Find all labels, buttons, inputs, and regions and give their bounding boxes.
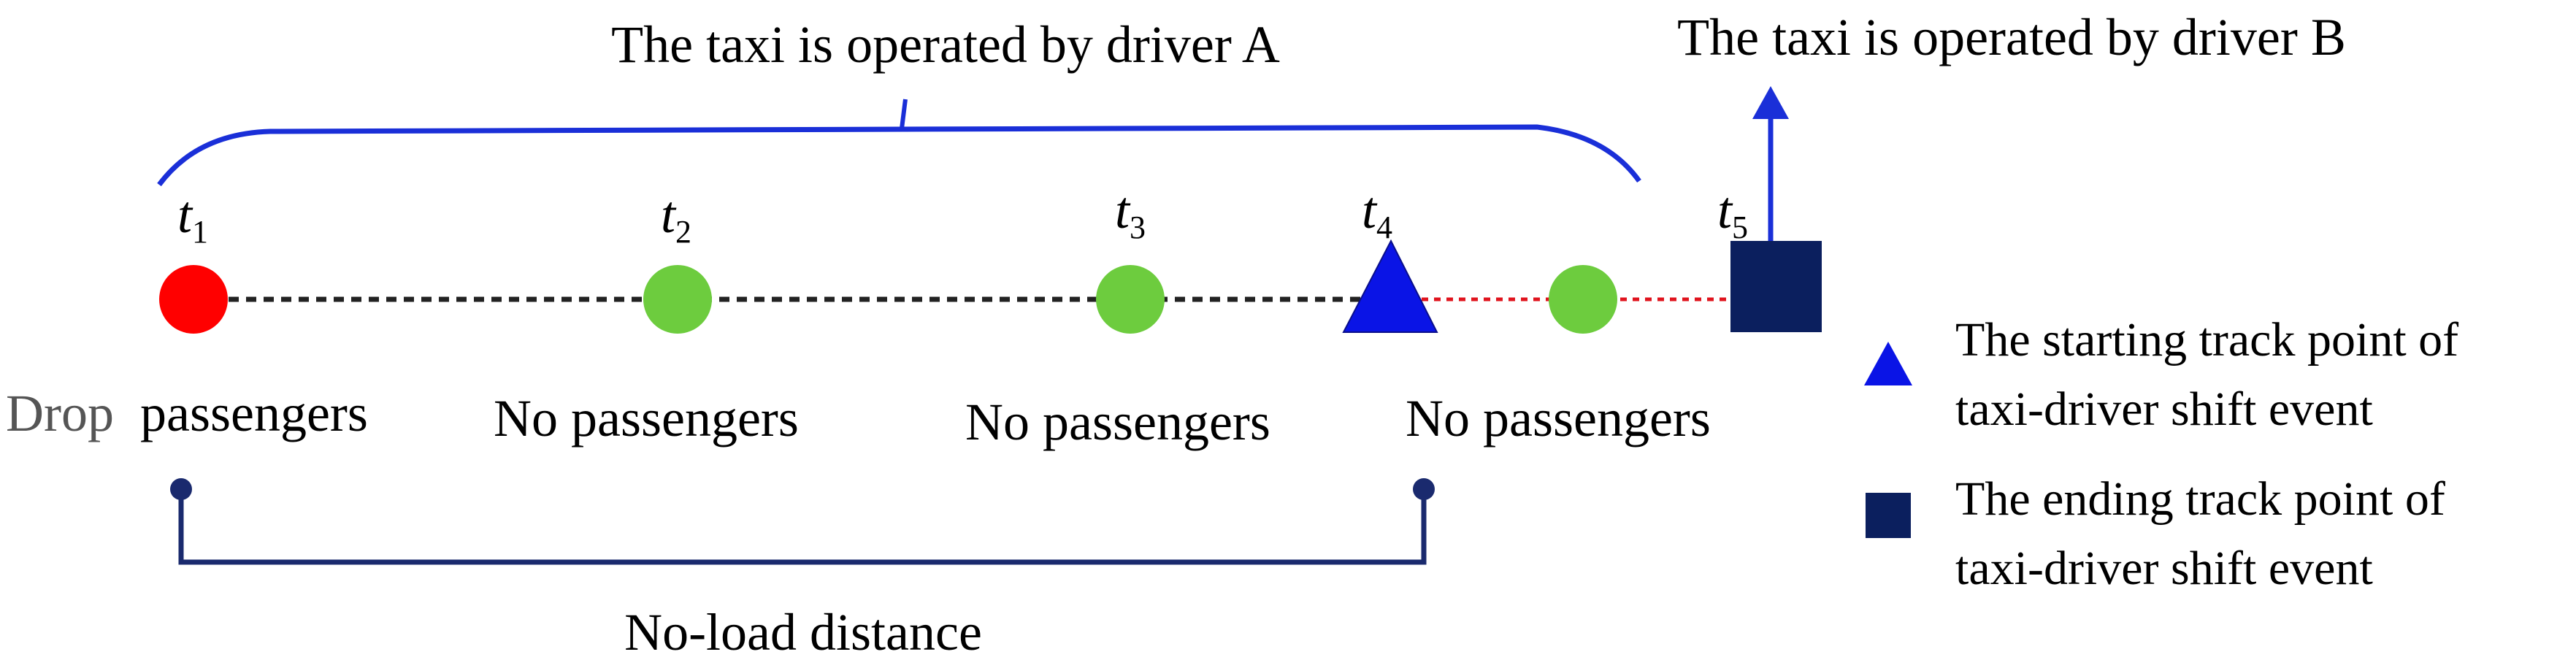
legend-shift-end-line1: The ending track point of (1955, 472, 2445, 526)
legend-shift-start-line1: The starting track point of (1955, 313, 2458, 366)
no-load-bracket-end-right (1413, 478, 1435, 500)
legend-shift-end-line2: taxi-driver shift event (1955, 542, 2373, 595)
no-passengers-label-2: No passengers (965, 393, 1270, 451)
time-label-t4: t4 (1362, 181, 1392, 245)
drop-word: Drop (6, 384, 114, 442)
no-load-distance-label: No-load distance (624, 603, 982, 661)
driver-b-label: The taxi is operated by driver B (1677, 8, 2346, 66)
driver-a-brace-tip (900, 99, 908, 129)
drop-rest-word: passengers (140, 384, 368, 442)
time-label-t2: t2 (661, 185, 691, 250)
no-passengers-label-1: No passengers (494, 389, 799, 448)
no-load-bracket-end-left (170, 478, 192, 500)
no-passengers-point-after-shift (1549, 265, 1617, 334)
driver-a-label: The taxi is operated by driver A (611, 15, 1280, 74)
drop-passengers-label: Drop passengers (6, 384, 368, 442)
legend-shift-start-icon (1864, 342, 1912, 385)
time-label-t5: t5 (1717, 181, 1748, 245)
driver-b-arrow-head (1752, 86, 1789, 119)
legend-shift-end-icon (1866, 493, 1911, 538)
no-passengers-point-t2 (643, 265, 712, 334)
legend-shift-start-line2: taxi-driver shift event (1955, 383, 2373, 436)
shift-end-square (1730, 241, 1822, 332)
time-label-t1: t1 (177, 185, 208, 250)
shift-start-triangle (1342, 239, 1438, 333)
drop-passengers-point (159, 265, 228, 334)
no-load-bracket (178, 491, 1427, 565)
driver-a-brace (157, 124, 1641, 187)
no-passengers-point-t3 (1096, 265, 1165, 334)
time-label-t3: t3 (1115, 181, 1146, 245)
no-passengers-label-3: No passengers (1406, 389, 1711, 448)
